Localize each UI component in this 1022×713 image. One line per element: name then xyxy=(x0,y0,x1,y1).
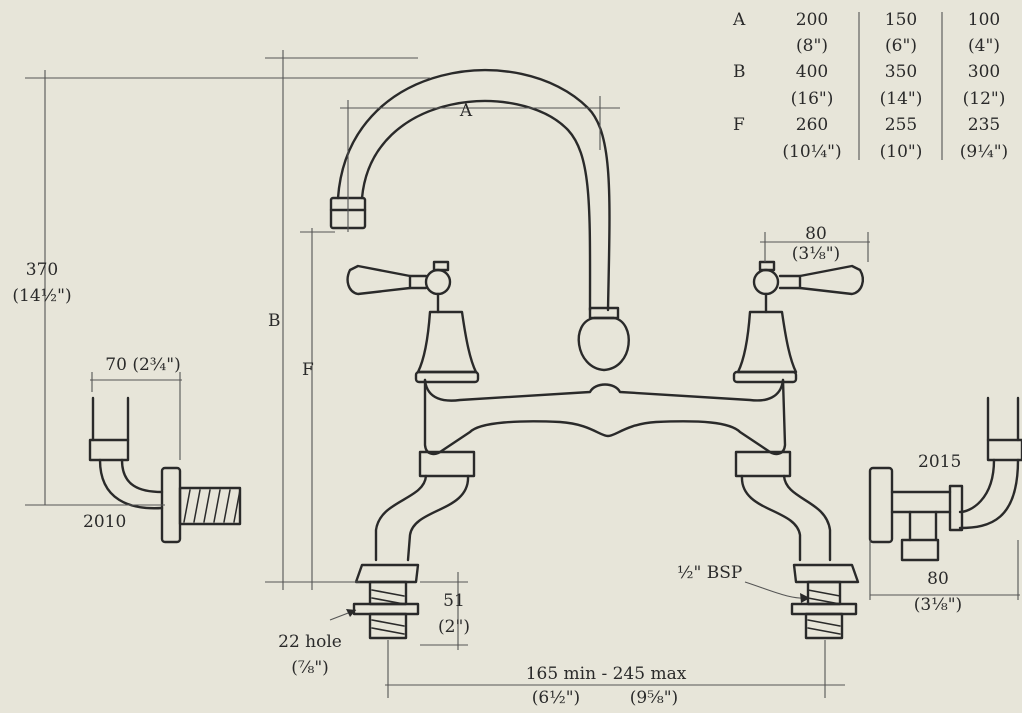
table-cell: 300 xyxy=(967,62,1001,82)
table-cell: 150 xyxy=(884,10,918,30)
table-cell-imperial: (4") xyxy=(968,36,1000,56)
label-22-hole-imperial: (⅞") xyxy=(291,658,329,678)
right-head-body xyxy=(736,310,798,374)
table-cell-imperial: (9¼") xyxy=(959,142,1009,162)
dim-label-f: F xyxy=(302,360,314,380)
right-leg xyxy=(740,474,832,562)
dim-label-370: 370 xyxy=(25,260,59,280)
table-cell: 400 xyxy=(795,62,829,82)
dim-label-lever-80-imperial: (3⅛") xyxy=(791,244,841,264)
table-key-a: A xyxy=(733,10,746,30)
table-cell-imperial: (14") xyxy=(879,89,923,109)
wall-union-2010 xyxy=(91,396,130,442)
dim-label-70: 70 (2¾") xyxy=(105,355,181,375)
spout-ball xyxy=(577,316,630,372)
part-label-2010: 2010 xyxy=(83,512,127,532)
dim-label-51-imperial: (2") xyxy=(438,617,470,637)
dim-label-51: 51 xyxy=(443,591,465,611)
table-cell: 260 xyxy=(795,115,829,135)
table-cell-imperial: (12") xyxy=(962,89,1006,109)
table-cell: 235 xyxy=(967,115,1001,135)
dim-label-side-80: 80 xyxy=(927,569,949,589)
table-cell-imperial: (10¼") xyxy=(782,142,842,162)
left-leg xyxy=(374,474,470,562)
table-cell-imperial: (8") xyxy=(796,36,828,56)
gooseneck-spout xyxy=(336,69,611,312)
dim-label-a: A xyxy=(459,101,473,121)
label-22-hole: 22 hole xyxy=(278,632,342,652)
bridge-body xyxy=(423,378,785,402)
table-cell-imperial: (16") xyxy=(790,89,834,109)
right-lever-handle xyxy=(798,264,864,296)
table-cell-imperial: (6") xyxy=(885,36,917,56)
left-head-body xyxy=(416,310,478,374)
left-lever-handle xyxy=(346,264,412,296)
table-cell-imperial: (10") xyxy=(879,142,923,162)
dim-label-spread-max: (9⅝") xyxy=(629,688,679,708)
dim-label-side-80-imperial: (3⅛") xyxy=(913,595,963,615)
table-cell: 350 xyxy=(884,62,918,82)
table-key-b: B xyxy=(733,62,746,82)
dim-label-370-imperial: (14½") xyxy=(12,286,72,306)
table-key-f: F xyxy=(733,115,745,135)
table-cell: 200 xyxy=(795,10,829,30)
part-label-2015: 2015 xyxy=(918,452,962,472)
table-cell: 100 xyxy=(967,10,1001,30)
table-cell: 255 xyxy=(884,115,918,135)
dim-label-spread: 165 min - 245 max xyxy=(525,664,687,684)
wall-union-2015 xyxy=(986,396,1020,442)
label-bsp: ½" BSP xyxy=(677,563,743,583)
dim-label-lever-80: 80 xyxy=(805,224,827,244)
dim-label-b: B xyxy=(268,311,281,331)
dim-label-spread-min: (6½") xyxy=(531,688,581,708)
